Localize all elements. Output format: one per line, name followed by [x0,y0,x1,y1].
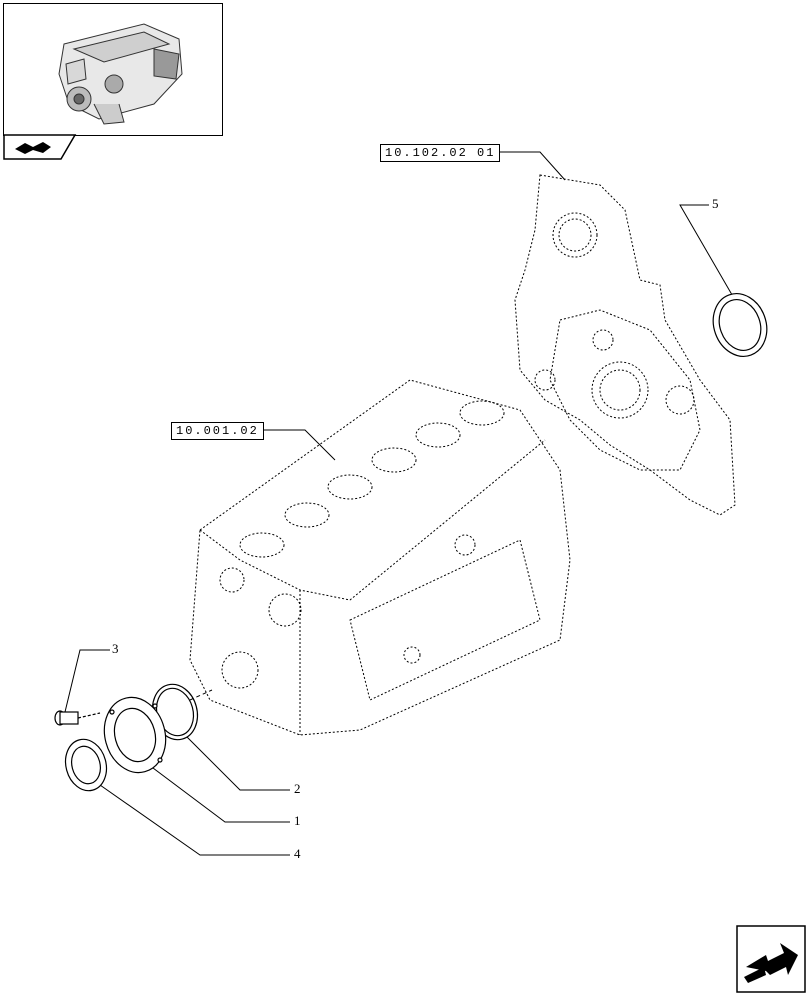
flange-part-1 [103,696,167,774]
callout-3-leader [64,649,110,713]
screw-part-3 [54,710,101,726]
cover-reference-box[interactable]: 10.102.02 01 [380,144,501,162]
cover-ref-leader [496,151,566,181]
block-ref-leader [260,429,336,461]
timing-cover-part [514,174,736,516]
next-page-arrow-icon [736,925,806,993]
callout-1: 1 [294,813,301,828]
book-arrow-icon [3,134,77,160]
engine-block-part [189,379,571,736]
callout-4-leader [99,784,290,856]
seal-part-4 [64,738,108,792]
oring-part-2 [151,683,199,741]
seal-ring-part-5 [712,293,768,357]
block-reference-box[interactable]: 10.001.02 [171,422,264,440]
prev-nav-tab[interactable] [3,134,77,165]
next-page-button[interactable] [736,925,806,998]
callout-2: 2 [294,781,301,796]
engine-thumbnail-frame[interactable] [3,3,223,136]
callout-4: 4 [294,846,301,861]
callout-2-leader [184,734,290,791]
callout-5-leader [679,204,736,301]
callout-5: 5 [712,196,719,211]
callout-1-leader [144,761,290,823]
callout-3: 3 [112,641,119,656]
engine-thumbnail-icon [58,23,183,125]
